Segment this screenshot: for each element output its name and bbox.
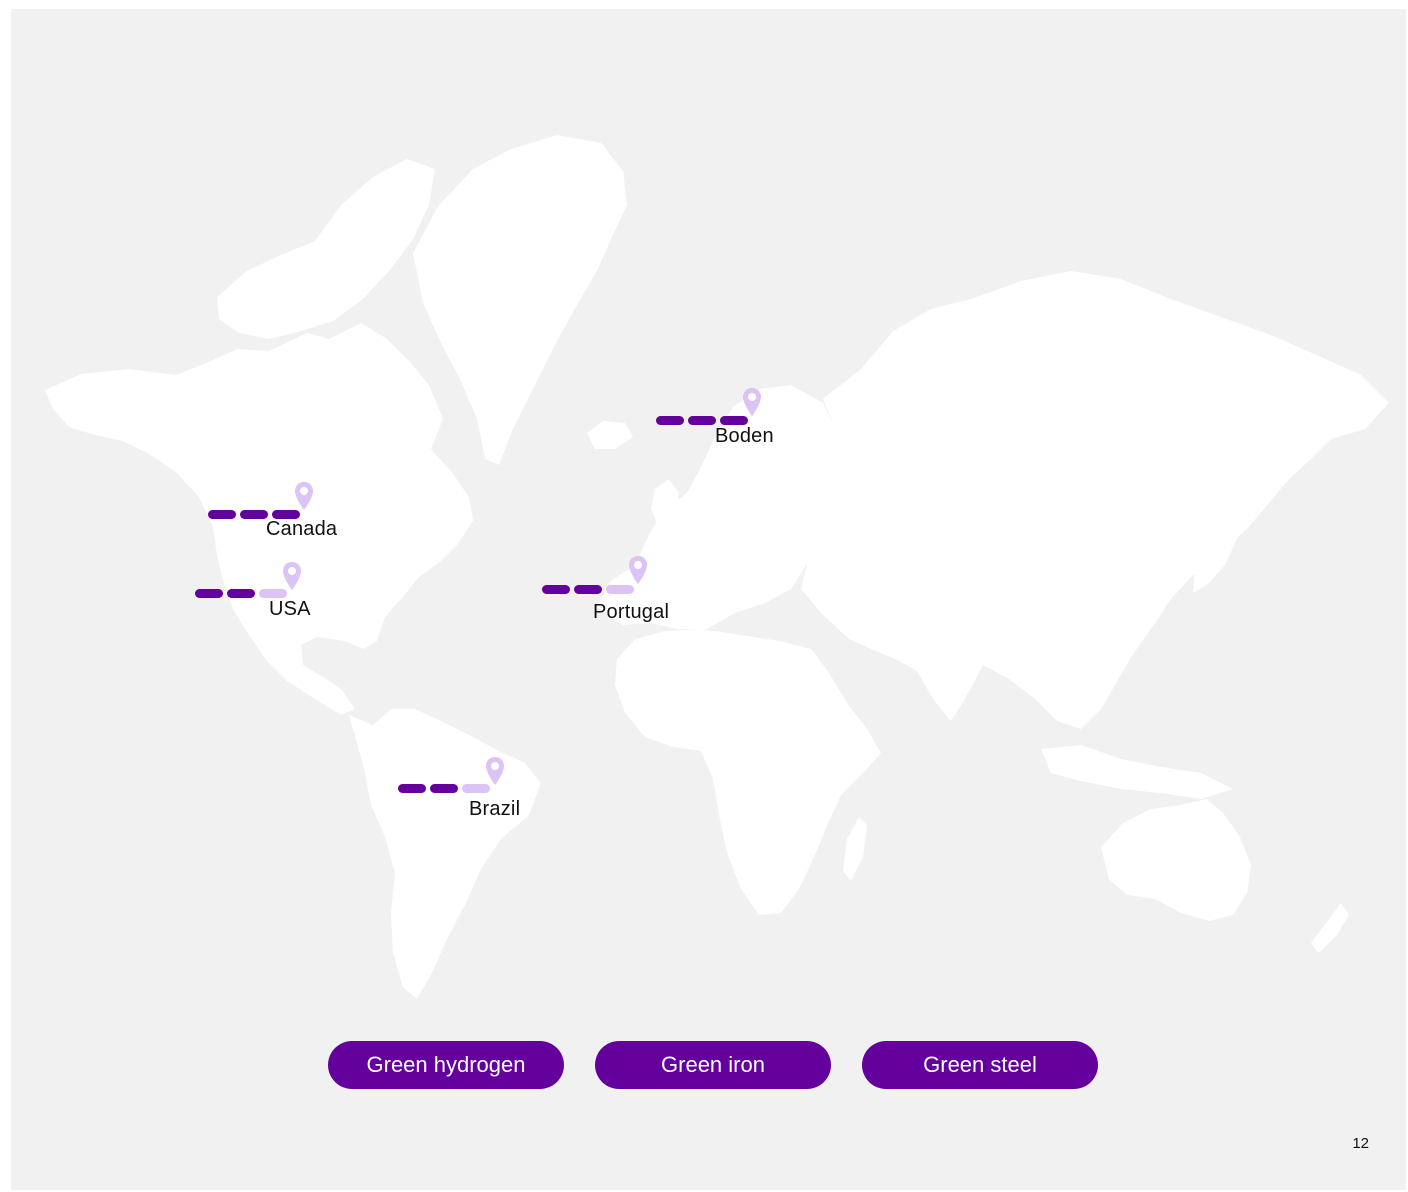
landmass-europe: [597, 385, 847, 629]
progress-segment: [398, 784, 426, 793]
legend-green-steel-button[interactable]: Green steel: [862, 1041, 1098, 1089]
landmass-arctic-islands: [217, 159, 435, 339]
legend-green-iron-button[interactable]: Green iron: [595, 1041, 831, 1089]
progress-segment: [272, 510, 300, 519]
progress-segment: [259, 589, 287, 598]
landmass-japan: [1193, 507, 1243, 593]
progress-segment: [606, 585, 634, 594]
location-pin-icon: [743, 388, 761, 416]
location-label: Boden: [715, 425, 774, 447]
progress-segment: [195, 589, 223, 598]
landmass-asia: [801, 271, 1389, 729]
map-page: Boden Canada USA: [11, 9, 1406, 1190]
location-pin-icon: [295, 482, 313, 510]
progress-segment: [542, 585, 570, 594]
legend-green-hydrogen-button[interactable]: Green hydrogen: [328, 1041, 564, 1089]
landmass-australia: [1101, 799, 1251, 921]
location-pin-icon: [283, 562, 301, 590]
landmass-africa: [615, 629, 881, 915]
progress-segment: [462, 784, 490, 793]
landmass-british-isles: [651, 479, 685, 537]
progress-segment: [688, 416, 716, 425]
progress-bars: [656, 416, 748, 425]
page-number: 12: [1352, 1135, 1369, 1152]
landmass-new-zealand: [1311, 903, 1349, 953]
location-label: Brazil: [469, 798, 521, 820]
location-pin-icon: [486, 757, 504, 785]
progress-segment: [430, 784, 458, 793]
progress-segment: [240, 510, 268, 519]
progress-segment: [208, 510, 236, 519]
world-map: [45, 135, 1389, 999]
landmass-iceland: [587, 421, 633, 449]
progress-bars: [195, 589, 287, 598]
landmass-madagascar: [843, 817, 867, 881]
landmass-greenland: [413, 135, 627, 465]
progress-segment: [574, 585, 602, 594]
progress-bars: [398, 784, 490, 793]
progress-bars: [208, 510, 300, 519]
landmass-north-america: [45, 323, 473, 715]
progress-segment: [720, 416, 748, 425]
location-pin-icon: [629, 556, 647, 584]
location-label: Portugal: [593, 601, 670, 623]
progress-bars: [542, 585, 634, 594]
landmass-indonesia: [1041, 745, 1233, 799]
progress-segment: [227, 589, 255, 598]
progress-segment: [656, 416, 684, 425]
landmass-south-america: [349, 709, 541, 999]
location-label: Canada: [266, 518, 338, 540]
location-label: USA: [269, 598, 311, 620]
